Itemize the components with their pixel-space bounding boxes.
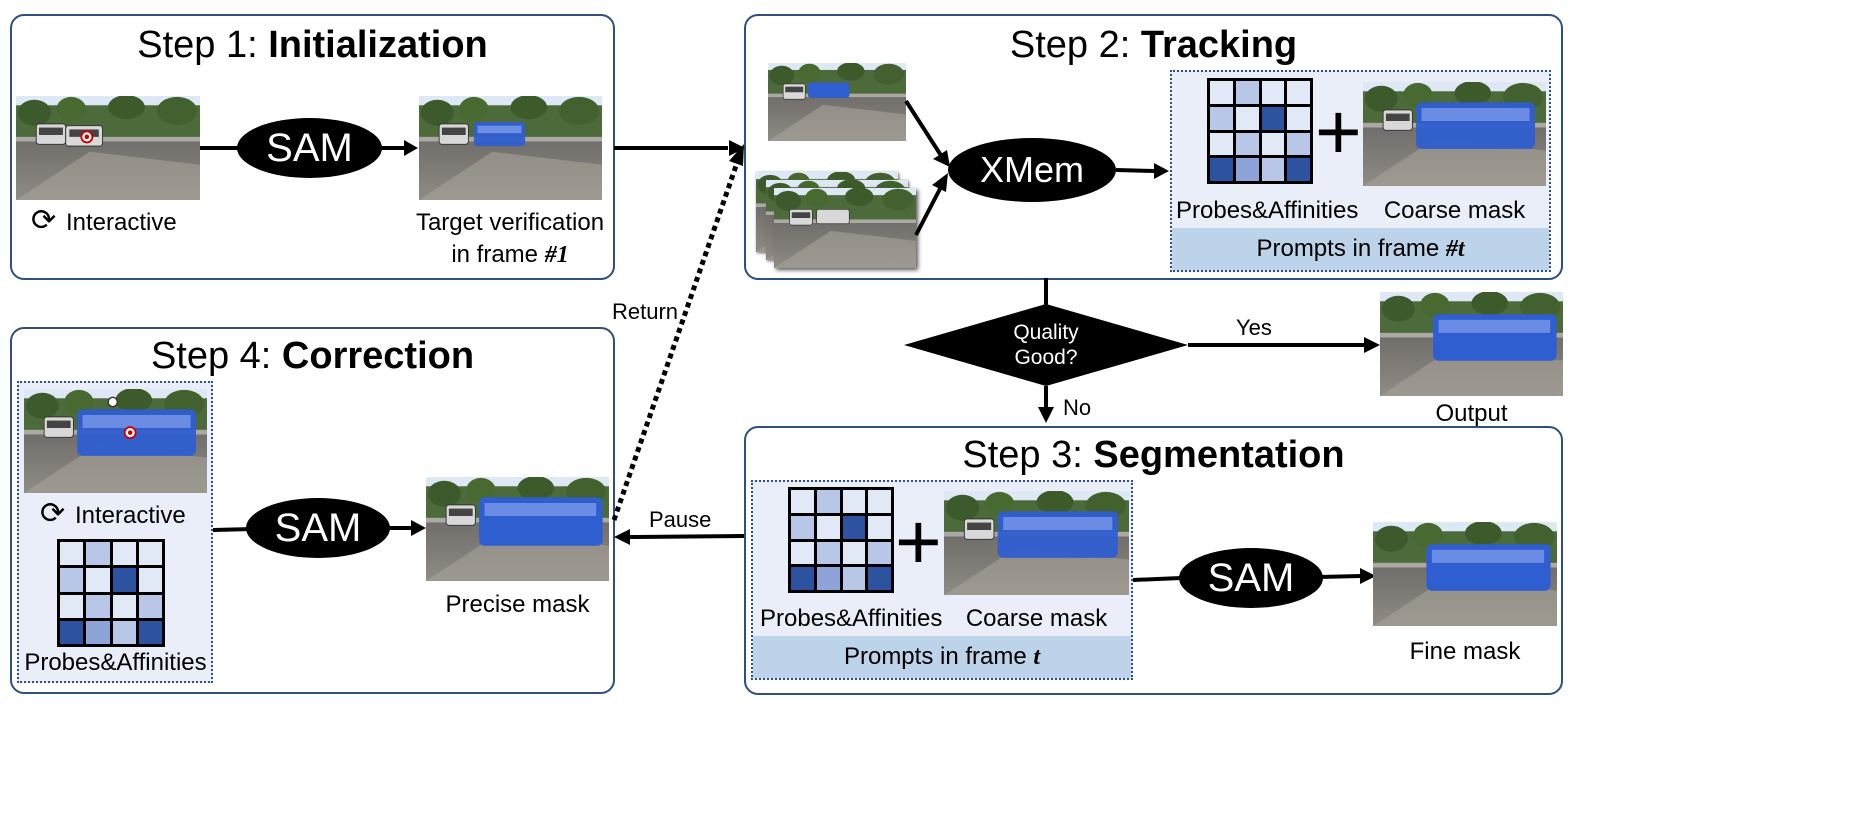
step4-affinity-grid [57,539,165,647]
step1-verified-frame [419,96,602,200]
affinity-cell [1235,158,1259,181]
step3-coarse-mask [944,491,1129,595]
precise-mask-label: Precise mask [445,591,590,618]
precise-mask-frame [426,477,609,581]
decision-flow [904,278,1380,423]
step3-title: Step 3: Segmentation [962,434,1345,476]
affinity-cell [816,541,840,565]
affinity-cell [86,542,110,566]
cycle-arrows-icon[interactable]: ⟳ [40,497,66,530]
step1-interactive-label: Interactive [66,209,177,236]
affinity-cell [868,515,891,539]
step3-sam-node: SAM [1179,548,1323,608]
affinity-cell [1287,81,1310,104]
step2-arrows [904,99,1169,236]
affinity-cell [1261,81,1285,104]
step3-coarse-label: Coarse mask [965,605,1108,632]
step2-prev-frame [768,63,906,141]
affinity-cell [791,541,814,565]
affinity-cell [842,567,866,590]
affinity-cell [86,594,110,618]
affinity-cell [816,515,840,539]
affinity-cell [1210,132,1233,156]
affinity-cell [112,542,136,566]
affinity-cell [112,620,136,644]
affinity-cell [1261,106,1285,130]
output-frame [1380,292,1563,396]
affinity-cell [791,490,814,513]
affinity-cell [842,515,866,539]
affinity-cell [1261,158,1285,181]
affinity-cell [791,515,814,539]
affinity-cell [86,568,110,592]
fine-mask-frame [1373,522,1557,626]
affinity-cell [1235,132,1259,156]
step2-plus-icon: + [1315,87,1362,176]
fine-mask-label: Fine mask [1409,638,1521,665]
output-label: Output [1435,400,1508,427]
affinity-cell [60,568,84,592]
step1-title: Step 1: Initialization [137,24,488,66]
pause-label: Pause [649,507,712,532]
affinity-cell [842,541,866,565]
step3-probes-label: Probes&Affinities [760,605,943,632]
step3-affinity-grid [788,487,894,593]
affinity-cell [138,620,162,644]
affinity-cell [1210,106,1233,130]
step4-sam-node: SAM [246,498,390,558]
step2-coarse-mask [1363,82,1546,186]
no-label: No [1063,395,1092,420]
affinity-cell [816,567,840,590]
step1-sam-node: SAM [237,118,382,178]
affinity-cell [138,594,162,618]
step2-affinity-grid [1207,78,1313,184]
affinity-cell [868,541,891,565]
affinity-cell [138,568,162,592]
affinity-cell [1210,158,1233,181]
affinity-cell [60,542,84,566]
affinity-cell [86,620,110,644]
return-label: Return [612,299,679,324]
affinity-cell [60,594,84,618]
step4-interactive-label: Interactive [75,502,186,529]
affinity-cell [868,567,891,590]
affinity-cell [60,620,84,644]
step2-frame-stack-front [774,188,916,268]
cross-panel-arrows [611,140,745,545]
affinity-cell [112,568,136,592]
step4-title: Step 4: Correction [150,335,475,377]
affinity-cell [1287,132,1310,156]
step3-prompt-bar: Prompts in frame t [753,636,1131,678]
step4-correction-frame [24,389,207,493]
step2-coarse-label: Coarse mask [1383,197,1526,224]
affinity-cell [791,567,814,590]
step2-prompt-bar: Prompts in frame #t [1172,228,1549,270]
cycle-arrows-icon[interactable]: ⟳ [31,204,57,237]
affinity-cell [1235,106,1259,130]
affinity-cell [1210,81,1233,104]
step3-sam-arrows [1133,568,1376,584]
yes-label: Yes [1236,315,1272,340]
affinity-cell [816,490,840,513]
affinity-cell [868,490,891,513]
step4-probes-label: Probes&Affinities [24,649,207,676]
step1-verify-label: Target verification in frame #1 [415,209,605,269]
affinity-cell [138,542,162,566]
step2-probes-label: Probes&Affinities [1176,197,1359,224]
affinity-cell [1235,81,1259,104]
affinity-cell [112,594,136,618]
step3-plus-icon: + [895,497,942,586]
affinity-cell [1261,132,1285,156]
affinity-cell [1287,106,1310,130]
step2-title: Step 2: Tracking [1009,24,1298,66]
affinity-cell [1287,158,1310,181]
step1-input-frame [16,96,200,200]
affinity-cell [842,490,866,513]
xmem-node: XMem [948,138,1116,202]
